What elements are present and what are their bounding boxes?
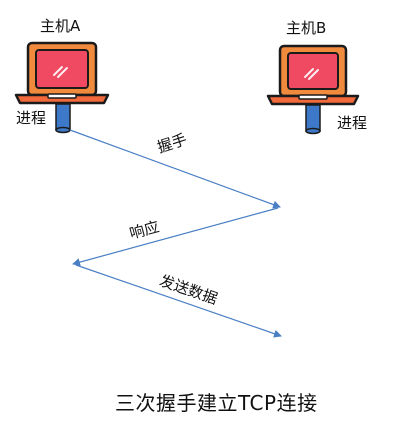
host-b-title: 主机B	[286, 19, 327, 37]
host-b-laptop-icon	[266, 44, 360, 106]
diagram-caption: 三次握手建立TCP连接	[115, 391, 318, 415]
handshake-arrow	[69, 129, 281, 209]
host-a-process-label: 进程	[16, 109, 47, 127]
response-arrow	[72, 207, 279, 267]
host-a-process-icon	[55, 103, 71, 134]
host-a-laptop-icon	[14, 41, 110, 105]
send-data-arrow	[75, 264, 282, 338]
host-b-process-label: 进程	[337, 114, 368, 132]
host-b-process-icon	[305, 104, 321, 135]
host-a-title: 主机A	[40, 17, 81, 35]
